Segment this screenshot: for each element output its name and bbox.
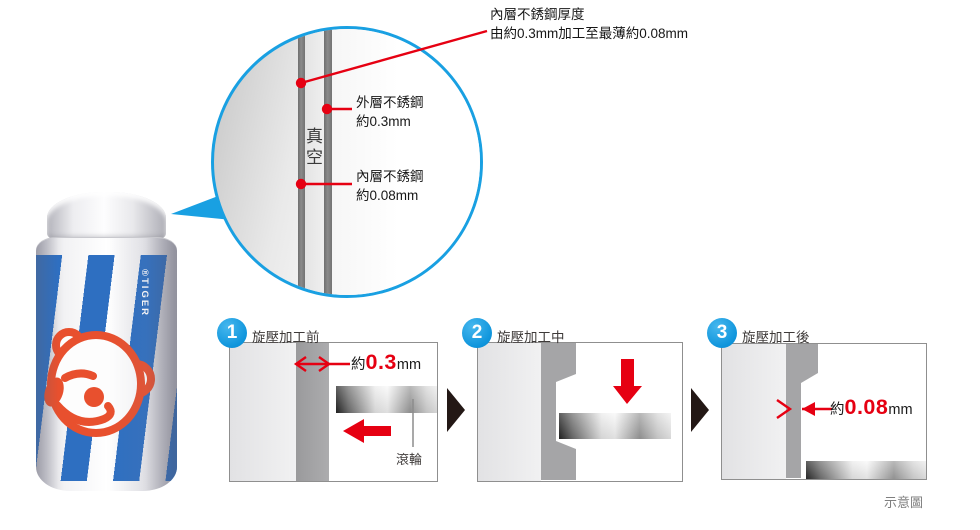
bottle-sheen — [36, 238, 177, 491]
vacuum-label: 真空 — [303, 127, 322, 169]
step-1-badge: 1 — [217, 318, 247, 348]
inner-side-area — [722, 344, 786, 479]
panel-3-graphics — [776, 344, 832, 478]
outer-layer-title: 外層不銹鋼 — [356, 95, 424, 110]
inner-side-area — [478, 343, 541, 481]
roller-bar — [559, 413, 671, 439]
step-2-title: 旋壓加工中 — [497, 330, 565, 345]
next-step-arrow-icon — [691, 388, 709, 432]
inner-layer-title: 內層不銹鋼 — [356, 169, 424, 184]
panel-1-graphics — [293, 356, 414, 447]
panel-2-arrow — [613, 359, 642, 404]
roller-bar — [336, 386, 437, 413]
unit-mm: mm — [888, 402, 913, 418]
approx-prefix: 約 — [830, 402, 845, 418]
outer-steel-wall — [324, 29, 332, 295]
inner-steel-wall — [298, 29, 305, 295]
tiger-face-icon — [44, 328, 155, 437]
step-2-panel — [477, 342, 683, 482]
thick-wall-strip — [296, 343, 329, 481]
inner-side-area — [230, 343, 296, 481]
outer-layer-value: 約0.3mm — [356, 113, 411, 129]
value-0-08: 0.08 — [844, 395, 889, 419]
inner-thickness-note: 內層不銹鋼厚度 由約0.3mm加工至最薄約0.08mm — [490, 6, 688, 43]
magnifier-circle: 真空 — [211, 26, 483, 298]
outer-layer-label: 外層不銹鋼 約0.3mm — [356, 94, 424, 131]
inner-layer-label: 內層不銹鋼 約0.08mm — [356, 168, 424, 205]
note-line-1: 內層不銹鋼厚度 — [490, 7, 585, 22]
roller-label: 滾輪 — [396, 452, 423, 467]
next-step-arrow-icon — [447, 388, 465, 432]
outer-air-area — [331, 29, 480, 295]
approx-prefix: 約 — [351, 357, 366, 373]
value-0-3: 0.3 — [365, 350, 397, 374]
step-3-badge: 3 — [707, 318, 737, 348]
unit-mm: mm — [396, 357, 422, 373]
schematic-footnote: 示意圖 — [884, 495, 924, 510]
note-line-2: 由約0.3mm加工至最薄約0.08mm — [490, 25, 689, 41]
step-2-badge: 2 — [462, 318, 492, 348]
roller-bar — [806, 461, 926, 479]
step-3-title: 旋壓加工後 — [742, 330, 810, 345]
tiger-bottle: ®TIGER — [36, 192, 178, 491]
vacuum-gap — [305, 29, 324, 295]
bottle-body: ®TIGER — [36, 237, 177, 491]
step-1-title: 旋壓加工前 — [252, 330, 320, 345]
panel-2-graphics — [541, 343, 576, 480]
bottle-cap — [47, 192, 166, 239]
inner-layer-value: 約0.08mm — [356, 187, 419, 203]
